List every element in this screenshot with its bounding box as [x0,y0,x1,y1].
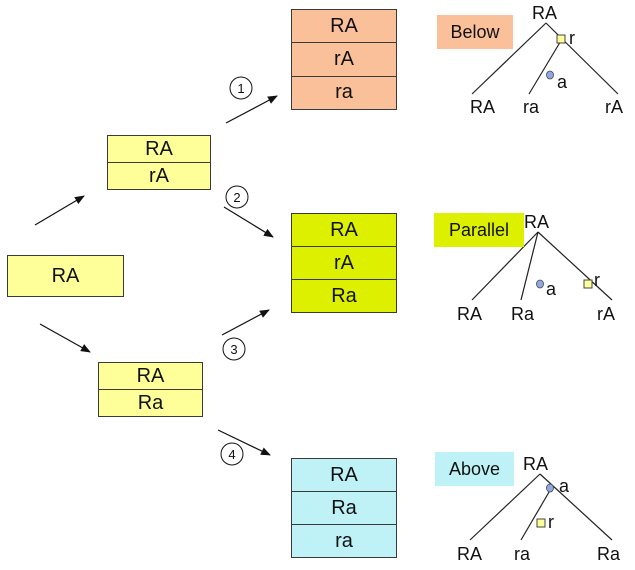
mid-top-box: RA rA [107,135,211,190]
tree-root-label: RA [524,212,550,232]
arrow-path-1 [225,95,278,124]
mid-bottom-box: RA Ra [98,362,203,417]
tree-label-below: Below [437,15,513,49]
box-cell: ra [292,75,396,109]
tree-leaf-label: RA [457,304,483,324]
circle-marker [546,70,554,80]
box-cell: RA [330,463,358,486]
circle-marker [536,279,544,289]
square-marker [536,518,546,528]
marker-label-r: r [569,28,575,48]
tree-leaf-label: rA [597,304,615,324]
right-box-above: RA Ra ra [291,458,397,558]
marker-label-r: r [594,270,600,290]
path-number-4: 4 [220,442,244,466]
box-cell: rA [292,246,396,279]
tree-leaf-label: Ra [511,304,535,324]
tree-leaf-label: RA [470,97,496,117]
right-box-below: RA rA ra [291,9,397,110]
path-number-1: 1 [229,76,253,100]
box-cell: rA [292,42,396,75]
box-cell: RA [330,218,358,241]
tree-parallel [471,231,613,301]
box-cell: Ra [292,491,396,524]
tree-below [471,22,619,95]
arrow-left-to-mid-top [34,195,85,226]
marker-label-a: a [546,279,557,299]
tree-root-label: RA [523,454,549,474]
tree-above [469,473,613,541]
square-marker [583,279,593,289]
path-number-2: 2 [225,185,249,209]
tree-leaf-label: Ra [597,544,621,564]
left-box: RA [7,255,124,297]
box-cell: rA [108,162,210,189]
marker-label-a: a [557,72,568,92]
arrow-path-3 [221,309,270,336]
square-marker [556,34,566,44]
tree-leaf-label: RA [457,544,483,564]
box-cell: Ra [99,389,202,416]
marker-label-r: r [548,512,554,532]
tree-root-label: RA [532,3,558,23]
arrow-path-4 [217,429,271,456]
box-cell: RA [330,14,358,37]
tree-label-parallel: Parallel [434,213,524,247]
svg-text:2: 2 [233,190,240,205]
box-cell: Ra [292,279,396,312]
marker-label-a: a [559,476,570,496]
tree-leaf-label: ra [523,97,540,117]
tree-leaf-label: ra [514,544,531,564]
arrow-left-to-mid-bottom [39,323,91,353]
svg-text:1: 1 [237,81,244,96]
box-cell: RA [136,364,165,387]
circle-marker [546,483,554,493]
path-number-3: 3 [222,337,246,361]
svg-text:3: 3 [230,342,237,357]
box-cell: RA [51,264,80,287]
box-cell: RA [145,137,173,160]
tree-leaf-label: rA [605,97,623,117]
arrow-path-2 [223,206,274,238]
right-box-parallel: RA rA Ra [291,213,397,313]
tree-label-above: Above [435,452,514,486]
box-cell: ra [292,524,396,557]
svg-text:4: 4 [228,447,235,462]
